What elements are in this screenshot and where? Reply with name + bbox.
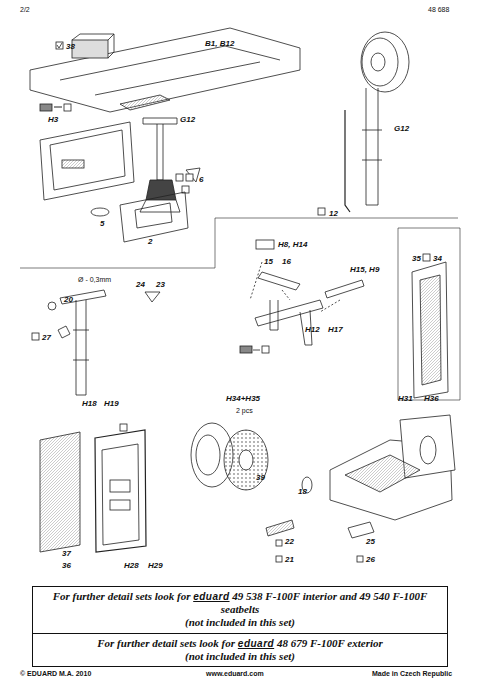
callout-number: 23 bbox=[156, 281, 165, 289]
callout-number: H28 bbox=[124, 562, 139, 570]
callout-number: 22 bbox=[285, 538, 294, 546]
callout-number: 36 bbox=[62, 562, 71, 570]
callout-number: 12 bbox=[329, 210, 338, 218]
callout-number: H19 bbox=[104, 400, 119, 408]
callout-number: H34+H35 bbox=[226, 395, 260, 403]
callout-number: H36 bbox=[424, 395, 439, 403]
brand-logo: eduard bbox=[238, 638, 274, 649]
callout-number: H3 bbox=[48, 116, 58, 124]
callout-number: 5 bbox=[100, 220, 104, 228]
callout-number: B1, B12 bbox=[205, 40, 234, 48]
callout-number: 18 bbox=[298, 488, 307, 496]
callout-number: 2/2 bbox=[20, 6, 30, 13]
callout-number: H8, H14 bbox=[278, 241, 307, 249]
callout-number: H18 bbox=[82, 400, 97, 408]
callout-number: 24 bbox=[136, 281, 145, 289]
callout-number: Ø - 0,3mm bbox=[78, 276, 111, 283]
footer-text: © EDUARD M.A. 2010 bbox=[20, 670, 91, 677]
callout-number: H31 bbox=[398, 395, 413, 403]
callout-number: 39 bbox=[256, 474, 265, 482]
note-text: 48 679 F-100F exterior bbox=[277, 637, 383, 649]
note-text: For further detail sets look for bbox=[53, 590, 191, 602]
callout-number: 48 688 bbox=[428, 6, 449, 13]
callout-number: 15 bbox=[264, 258, 273, 266]
callout-number: G12 bbox=[180, 116, 195, 124]
callout-number: 16 bbox=[282, 258, 291, 266]
callout-number: 26 bbox=[366, 556, 375, 564]
callout-number: H15, H9 bbox=[350, 266, 379, 274]
note-text: (not included in this set) bbox=[41, 650, 439, 663]
callout-number: 25 bbox=[366, 538, 375, 546]
callout-number: 21 bbox=[285, 556, 294, 564]
callout-number: 6 bbox=[199, 176, 203, 184]
callout-number: 20 bbox=[64, 296, 73, 304]
note-text: (not included in this set) bbox=[41, 616, 439, 629]
callout-number: 34 bbox=[433, 255, 442, 263]
callout-number: 2 pcs bbox=[236, 407, 253, 414]
callout-number: H12 bbox=[305, 326, 320, 334]
callout-number: 38 bbox=[66, 43, 75, 51]
brand-logo: eduard bbox=[193, 591, 229, 602]
callout-number: 27 bbox=[42, 334, 51, 342]
footer-text: www.eduard.com bbox=[206, 670, 264, 677]
callout-number: H29 bbox=[148, 562, 163, 570]
note-text: For further detail sets look for bbox=[97, 637, 235, 649]
callout-number: 35 bbox=[412, 255, 421, 263]
note-box: For further detail sets look for eduard … bbox=[32, 633, 448, 667]
callout-number: 37 bbox=[62, 550, 71, 558]
note-text: 49 538 F-100F interior and 49 540 F-100F… bbox=[221, 590, 428, 615]
footer-text: Made in Czech Republic bbox=[372, 670, 452, 677]
callout-number: 2 bbox=[148, 238, 152, 246]
note-box: For further detail sets look for eduard … bbox=[32, 586, 448, 634]
callout-number: H17 bbox=[328, 326, 343, 334]
callout-number: G12 bbox=[394, 125, 409, 133]
